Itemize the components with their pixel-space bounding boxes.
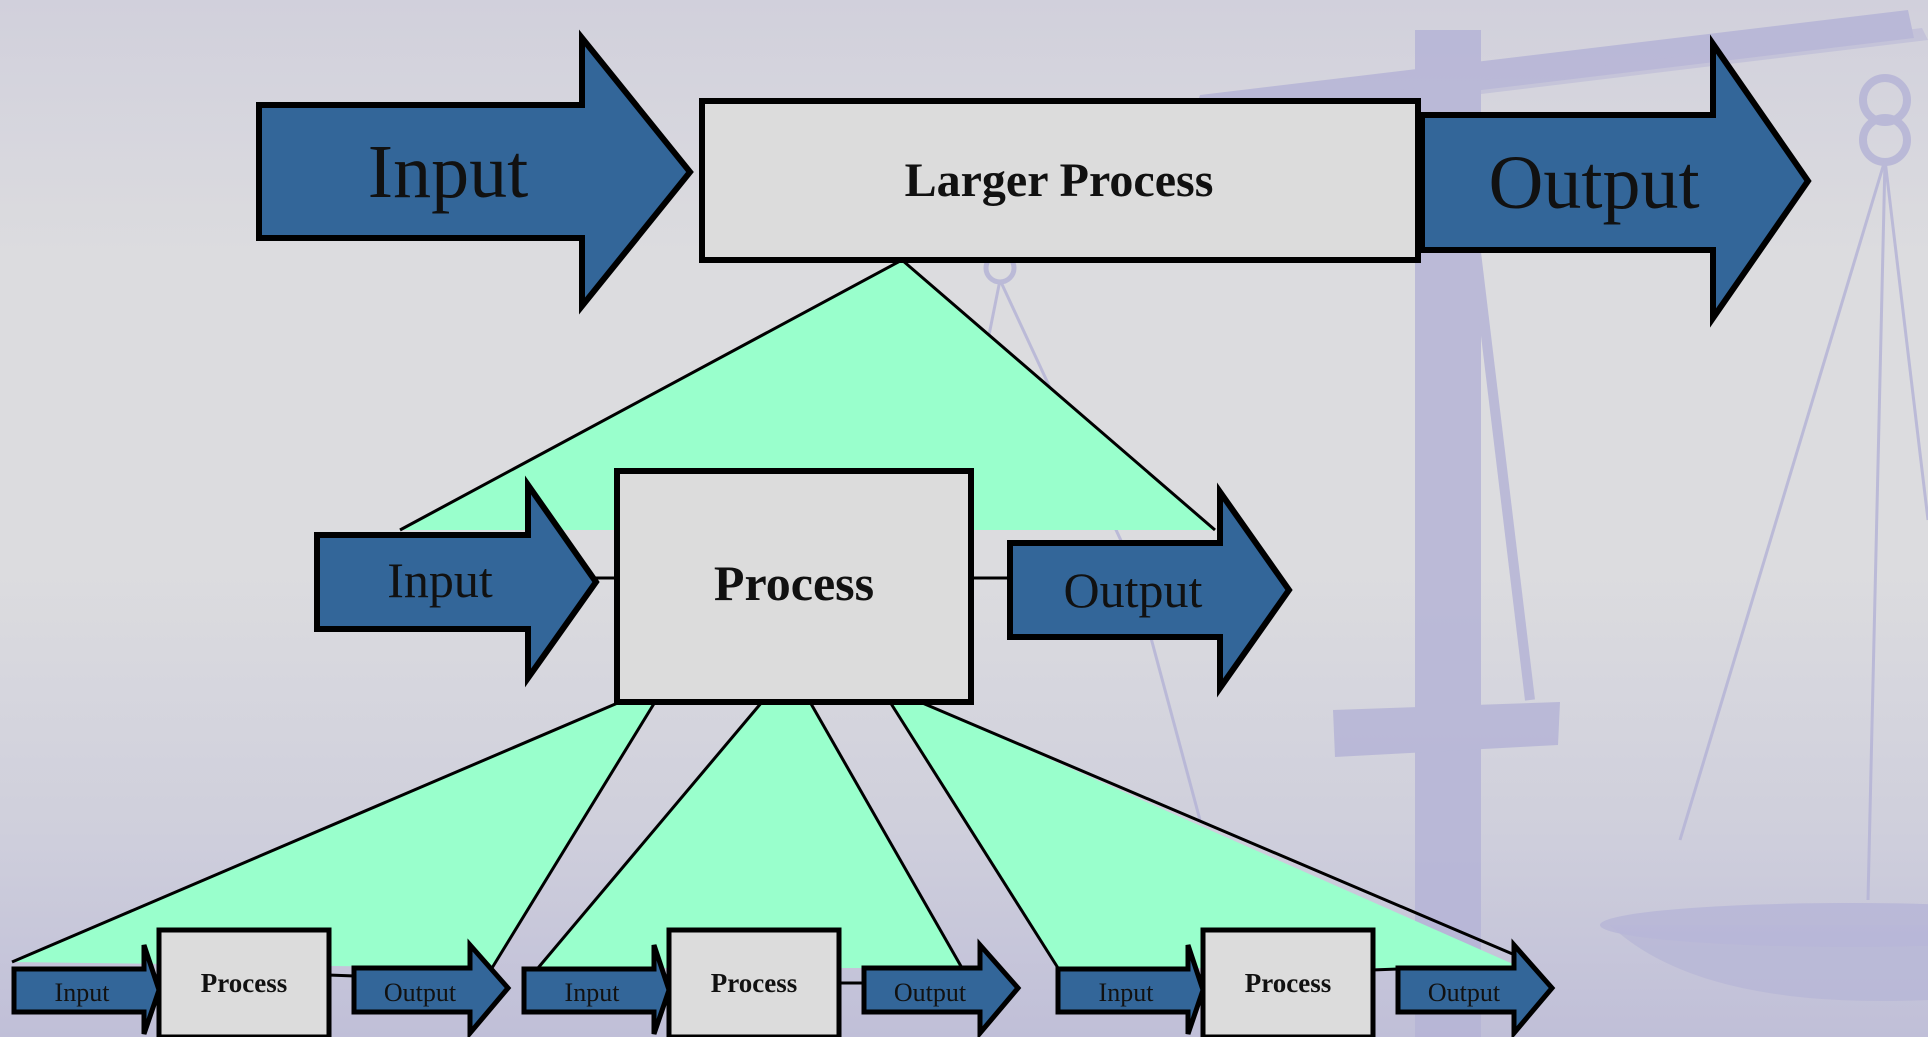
bottom-process-box-1: Process [156,927,332,1037]
bottom-unit-3: Input Process Output [1055,927,1556,1037]
left-cone-edge-outer [11,700,621,964]
top-input-label: Input [368,130,528,214]
middle-output-arrow: Output [1007,482,1293,698]
top-input-arrow: Input [256,29,694,315]
top-output-arrow: Output [1419,34,1812,328]
top-output-label: Output [1488,141,1699,225]
bottom-output-label-1: Output [384,978,457,1007]
right-cone-edge-outer [919,700,1523,960]
bottom-output-arrow-2: Output [861,938,1022,1037]
bottom-process-label-1: Process [201,968,287,998]
bottom-input-arrow-1: Input [11,944,162,1035]
center-cone-edge-left [536,701,764,969]
bottom-input-arrow-2: Input [521,944,672,1035]
middle-input-label: Input [387,552,493,608]
bottom-unit-2: Input Process Output [521,927,1022,1037]
middle-process-box: Process [614,468,974,705]
bottom-output-arrow-1: Output [351,938,512,1037]
right-cone-edge-inner [888,701,1060,969]
bottom-input-label-1: Input [55,978,111,1007]
bottom-input-arrow-3: Input [1055,944,1206,1035]
bottom-output-arrow-3: Output [1395,938,1556,1037]
bottom-process-label-2: Process [711,968,797,998]
top-larger-process-box: Larger Process [699,98,1421,263]
middle-input-arrow: Input [314,475,600,688]
left-breakdown-cone [12,702,655,968]
bottom-input-label-2: Input [565,978,621,1007]
bottom-unit-1: Input Process Output [11,927,512,1037]
center-breakdown-cone [538,702,962,968]
top-process-label: Larger Process [905,154,1214,207]
bottom-process-box-2: Process [666,927,842,1037]
right-breakdown-cone [890,702,1522,968]
bottom-process-box-3: Process [1200,927,1376,1037]
top-breakdown-cone [400,260,1215,530]
middle-output-label: Output [1064,562,1203,618]
bottom-input-label-3: Input [1099,978,1155,1007]
left-cone-edge-inner [490,701,657,969]
bottom-output-label-3: Output [1428,978,1501,1007]
middle-process-label: Process [714,555,874,611]
center-cone-edge-right [808,701,964,969]
bottom-process-label-3: Process [1245,968,1331,998]
bottom-output-label-2: Output [894,978,967,1007]
